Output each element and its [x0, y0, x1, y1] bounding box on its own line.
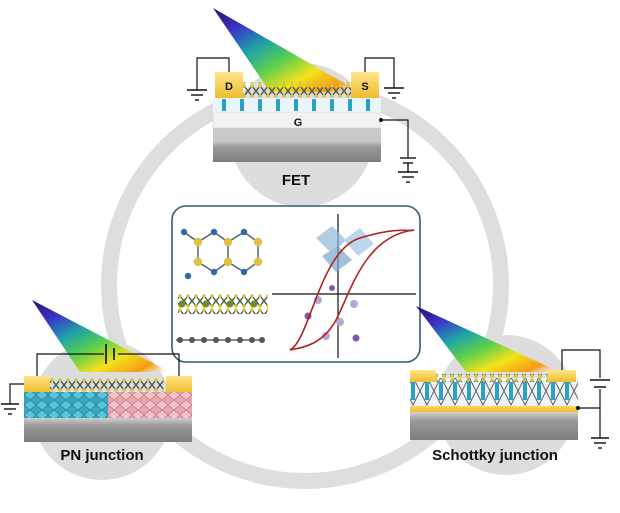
ground-icon	[591, 437, 609, 449]
source-contact	[351, 72, 379, 98]
light-spectrum-icon	[213, 8, 360, 92]
fet-device: D S G FET	[187, 8, 418, 207]
light-spectrum-icon	[416, 306, 560, 372]
crystal-structure-icon	[176, 228, 268, 343]
source-label: S	[361, 81, 368, 93]
schottky-title: Schottky junction	[432, 447, 558, 464]
ground-icon	[384, 87, 404, 99]
fet-title: FET	[282, 172, 310, 189]
battery-icon	[105, 344, 115, 364]
battery-icon	[590, 379, 610, 388]
center-panel	[171, 205, 421, 363]
battery-icon	[398, 157, 418, 183]
pn-title: PN junction	[60, 447, 143, 464]
gate-label: G	[294, 117, 303, 129]
drain-contact	[215, 72, 243, 98]
drain-label: D	[225, 81, 233, 93]
schottky-device: Schottky junction	[410, 306, 610, 475]
pn-junction-device: PN junction	[1, 300, 192, 480]
ground-icon	[187, 89, 207, 101]
hysteresis-loop-icon	[272, 214, 416, 358]
ground-icon	[1, 403, 19, 415]
